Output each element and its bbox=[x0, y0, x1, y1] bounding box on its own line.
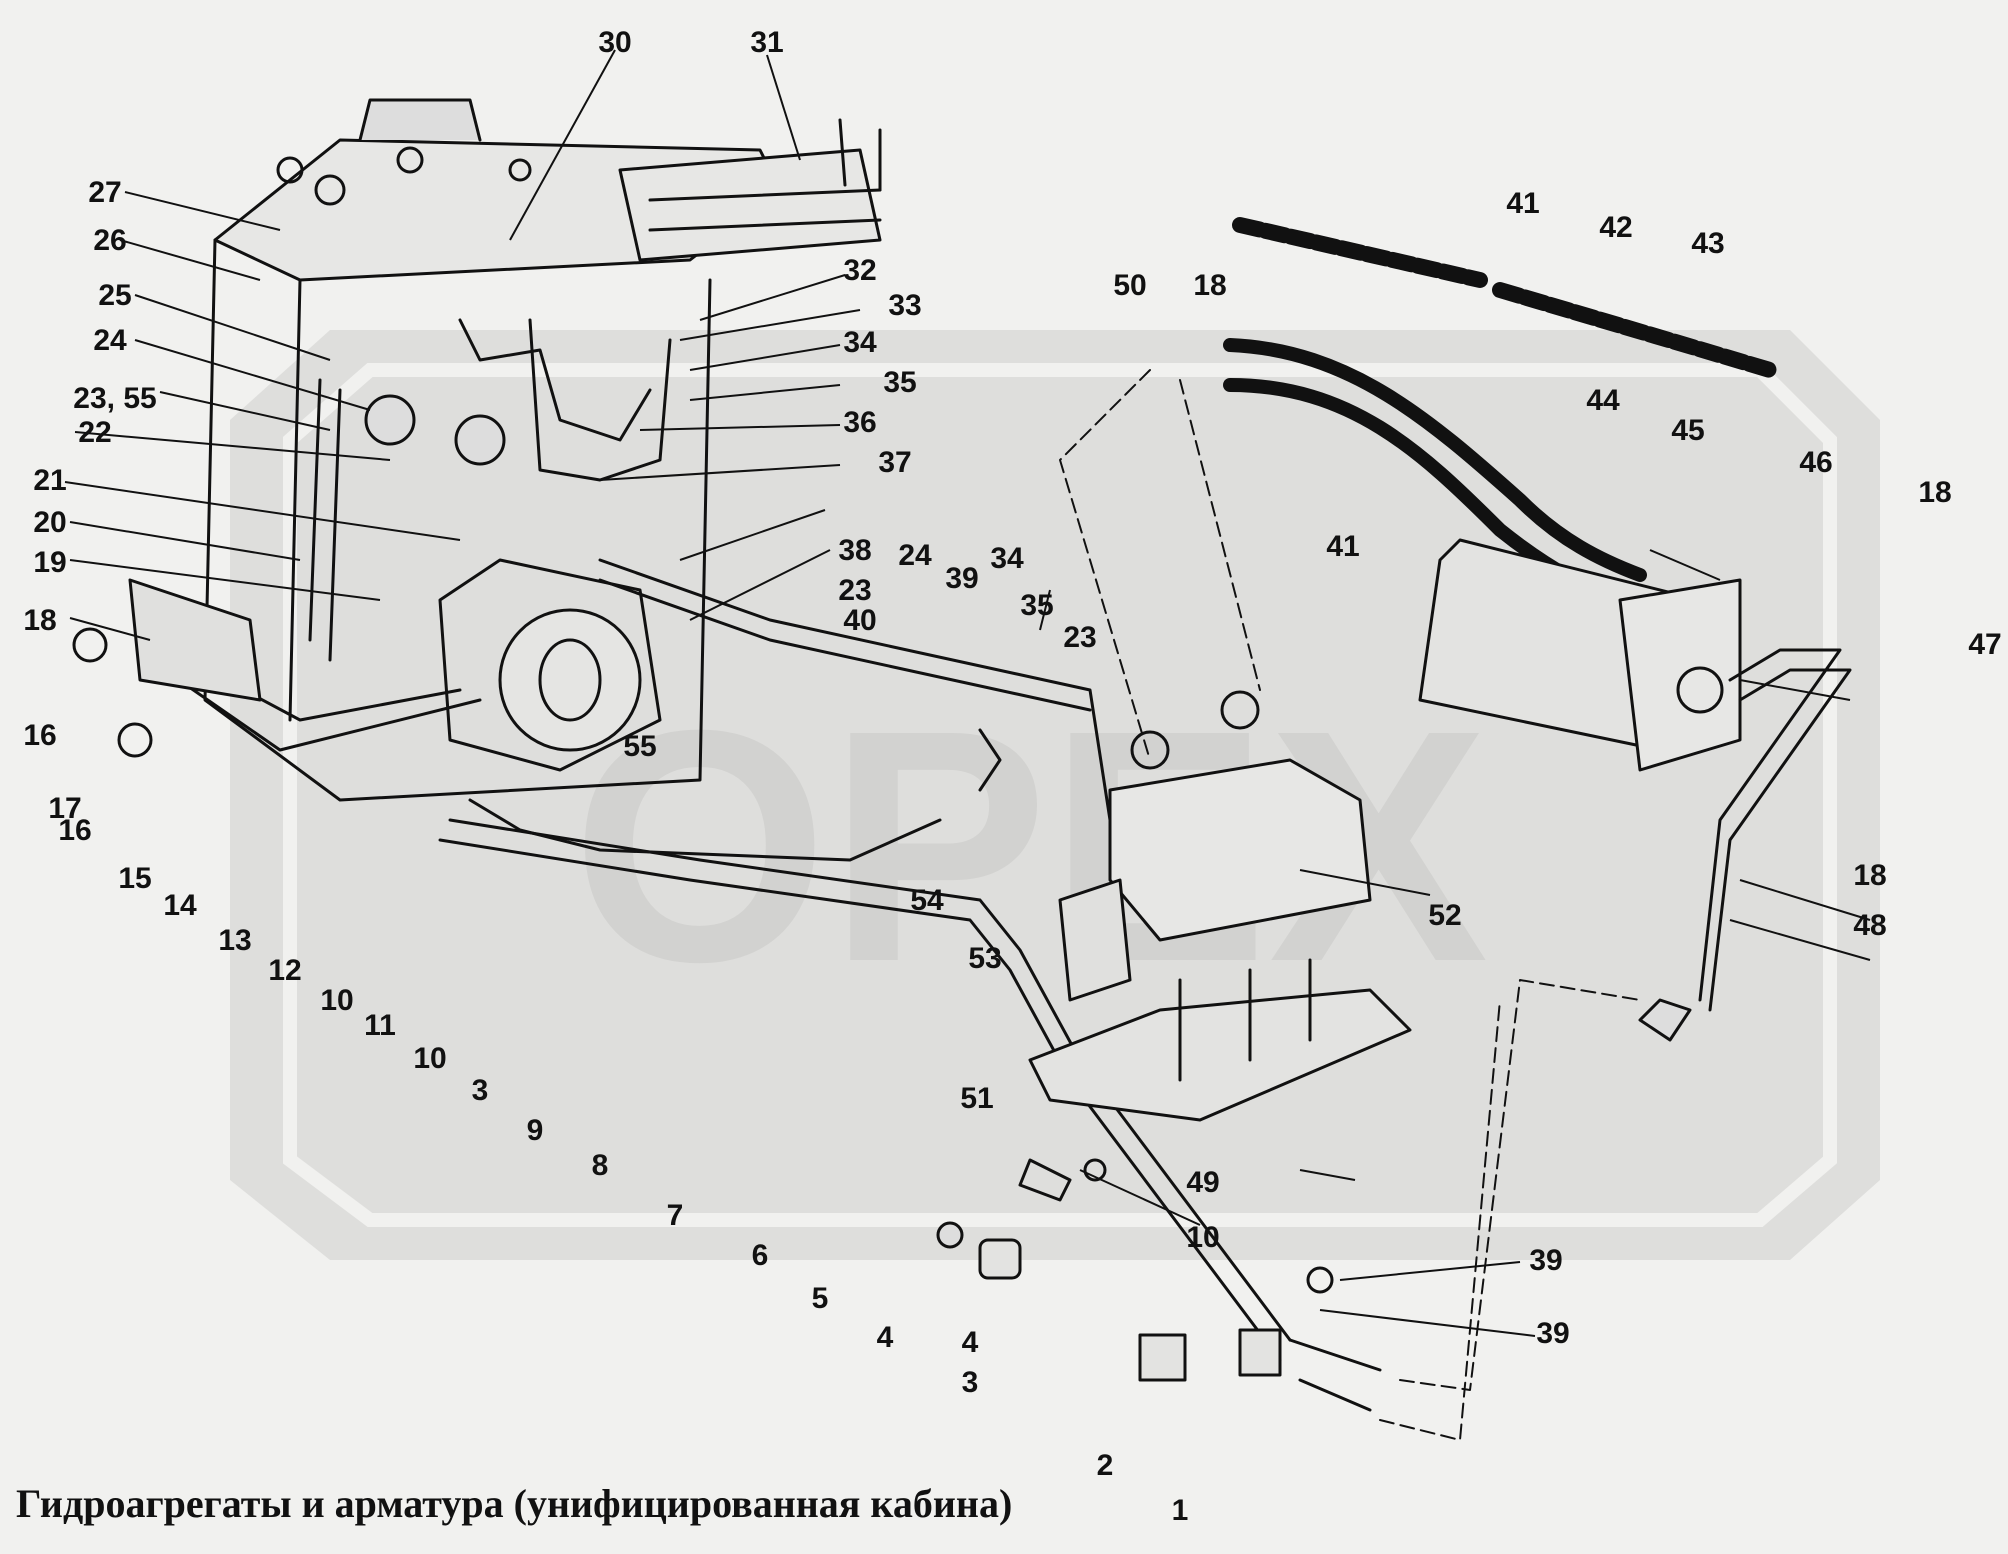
callout-label: 18 bbox=[1193, 269, 1226, 302]
callout-label: 24 bbox=[93, 324, 127, 357]
callout-label: 11 bbox=[364, 1009, 396, 1042]
leader-lines bbox=[64, 49, 1871, 1337]
callout-label: 42 bbox=[1599, 211, 1632, 244]
callout-label: 24 bbox=[898, 539, 932, 572]
callout-label: 34 bbox=[843, 326, 877, 359]
callout-label: 35 bbox=[883, 366, 916, 399]
callout-label: 10 bbox=[320, 984, 353, 1017]
callout-label: 40 bbox=[843, 604, 876, 637]
callout-label: 32 bbox=[843, 254, 876, 287]
callout-label: 23 bbox=[1063, 621, 1096, 654]
callout-label: 15 bbox=[118, 862, 151, 895]
callout-label: 48 bbox=[1853, 909, 1886, 942]
pump-block-drawing bbox=[203, 98, 882, 802]
callout-label: 38 bbox=[838, 534, 871, 567]
callout-label: 47 bbox=[1968, 628, 2001, 661]
callout-label: 3 bbox=[962, 1366, 979, 1399]
callout-label: 41 bbox=[1326, 530, 1359, 563]
callout-label: 20 bbox=[33, 506, 66, 539]
callout-label: 7 bbox=[667, 1199, 684, 1232]
steering-gear-drawing bbox=[1028, 690, 1412, 1122]
callout-label: 16 bbox=[23, 719, 56, 752]
callout-label: 55 bbox=[623, 730, 656, 763]
callout-label: 19 bbox=[33, 546, 66, 579]
callout-label: 44 bbox=[1586, 384, 1620, 417]
callout-label: 4 bbox=[877, 1321, 894, 1354]
callout-label: 10 bbox=[1186, 1221, 1219, 1254]
callout-label: 27 bbox=[88, 176, 121, 209]
callout-label: 50 bbox=[1113, 269, 1146, 302]
callout-label: 23 bbox=[838, 574, 871, 607]
drawing-lines bbox=[72, 98, 1852, 1441]
callout-label: 52 bbox=[1428, 899, 1461, 932]
callout-label: 36 bbox=[843, 406, 876, 439]
callout-label: 17 bbox=[48, 792, 81, 825]
callout-label: 39 bbox=[1536, 1317, 1569, 1350]
callout-label: 18 bbox=[1853, 859, 1886, 892]
callout-label: 49 bbox=[1186, 1166, 1219, 1199]
callout-label: 8 bbox=[592, 1149, 609, 1182]
callout-label: 21 bbox=[33, 464, 66, 497]
right-tubing bbox=[1638, 648, 1852, 1042]
pump-tubing bbox=[148, 378, 1292, 1362]
callout-label: 5 bbox=[812, 1282, 829, 1315]
callout-label: 18 bbox=[23, 604, 56, 637]
callout-label: 6 bbox=[752, 1239, 769, 1272]
callout-label: 51 bbox=[960, 1082, 993, 1115]
callout-label: 10 bbox=[413, 1042, 446, 1075]
callout-label: 41 bbox=[1506, 187, 1539, 220]
callout-label: 33 bbox=[888, 289, 921, 322]
diagram-caption: Гидроагрегаты и арматура (унифицированна… bbox=[16, 1481, 1013, 1526]
callout-label: 39 bbox=[945, 562, 978, 595]
callout-label: 39 bbox=[1529, 1244, 1562, 1277]
callout-label: 37 bbox=[878, 446, 911, 479]
callout-label: 45 bbox=[1671, 414, 1704, 447]
watermark-logo: OPEX bbox=[230, 330, 1880, 1260]
callout-label: 2 bbox=[1097, 1449, 1114, 1482]
cylinder-drawing bbox=[1418, 538, 1742, 772]
callout-label: 25 bbox=[98, 279, 131, 312]
callout-label: 26 bbox=[93, 224, 126, 257]
callout-label: 22 bbox=[78, 416, 111, 449]
callout-label: 35 bbox=[1020, 589, 1053, 622]
dashed-leaders bbox=[1059, 369, 1641, 1441]
filter-block bbox=[72, 578, 262, 758]
callout-label: 4 bbox=[962, 1326, 979, 1359]
callout-label: 13 bbox=[218, 924, 251, 957]
callout-label: 3 bbox=[472, 1074, 489, 1107]
callout-label: 54 bbox=[910, 884, 944, 917]
fasteners-drawing bbox=[936, 1158, 1382, 1412]
callout-label: 1 bbox=[1172, 1494, 1189, 1527]
callout-label: 30 bbox=[598, 26, 631, 59]
callout-label: 46 bbox=[1799, 446, 1832, 479]
callout-label: 16 bbox=[58, 814, 91, 847]
callout-label: 34 bbox=[990, 542, 1024, 575]
callout-label: 53 bbox=[968, 942, 1001, 975]
callout-label: 23, 55 bbox=[73, 382, 156, 415]
callout-label: 9 bbox=[527, 1114, 544, 1147]
callout-label: 31 bbox=[750, 26, 783, 59]
callout-label: 14 bbox=[163, 889, 197, 922]
callout-label: 12 bbox=[268, 954, 301, 987]
callout-label: 18 bbox=[1918, 476, 1951, 509]
callout-label: 43 bbox=[1691, 227, 1724, 260]
